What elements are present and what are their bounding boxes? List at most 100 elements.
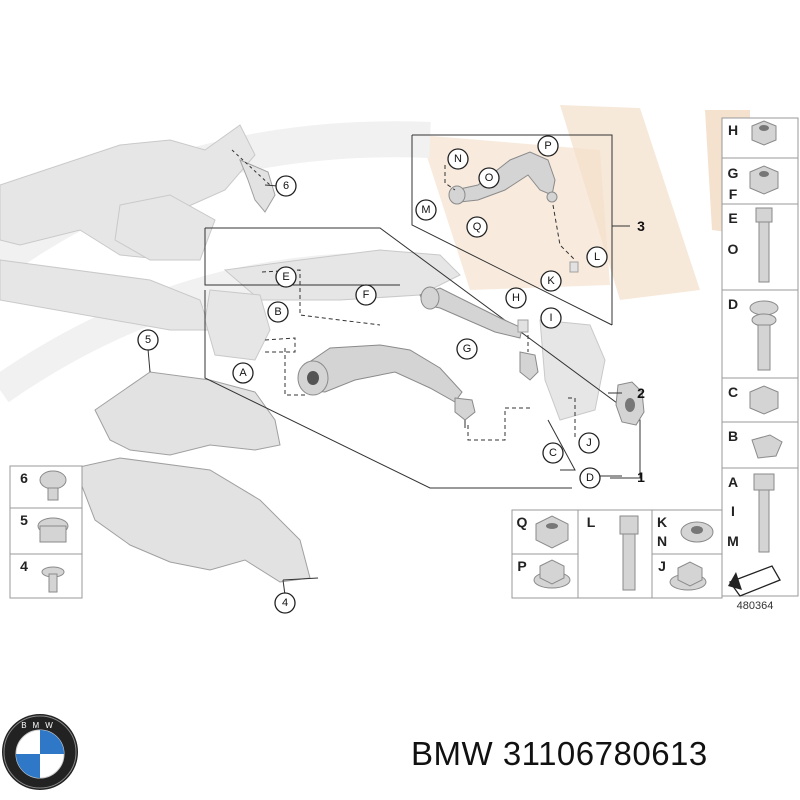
svg-text:BMW: BMW xyxy=(21,721,59,730)
svg-text:P: P xyxy=(517,558,526,574)
lower-wishbone xyxy=(304,344,463,403)
bolt-d-icon xyxy=(749,300,779,316)
bushing-hole xyxy=(307,371,319,385)
callout-f: F xyxy=(355,284,377,306)
svg-text:Q: Q xyxy=(473,221,482,233)
tension-strut-bushing xyxy=(420,286,440,310)
leader-j xyxy=(568,397,576,440)
bolt-e-icon xyxy=(755,207,773,223)
svg-text:B: B xyxy=(274,306,281,318)
brand-part-number: BMW 31106780613 xyxy=(411,735,708,772)
svg-text:A: A xyxy=(239,367,247,379)
nut-c-icon xyxy=(749,385,779,415)
callout-4: 4 xyxy=(274,592,296,614)
svg-text:E: E xyxy=(282,271,289,283)
svg-text:H: H xyxy=(728,122,738,138)
wheel-carrier-bore xyxy=(625,398,635,412)
callout-d: D xyxy=(579,467,601,489)
nut-q-icon xyxy=(535,515,569,549)
svg-text:M: M xyxy=(421,204,430,216)
callout-h: H xyxy=(505,287,527,309)
svg-text:5: 5 xyxy=(20,512,28,528)
callout-b: B xyxy=(267,301,289,323)
svg-text:F: F xyxy=(363,289,370,301)
svg-text:G: G xyxy=(728,165,739,181)
svg-text:K: K xyxy=(657,514,667,530)
upper-wishbone-bushing xyxy=(448,185,466,205)
nut-gf-icon xyxy=(749,165,779,195)
svg-text:D: D xyxy=(586,472,594,484)
left-fastener-panel: 6 5 4 xyxy=(9,465,83,599)
svg-text:3: 3 xyxy=(637,218,645,234)
group-1-frame-left xyxy=(204,290,572,489)
leader-n xyxy=(444,165,456,191)
leader-c xyxy=(467,407,530,441)
diagram-number: 480364 xyxy=(737,600,774,612)
bmw-logo: BMW xyxy=(2,714,78,790)
right-fastener-panel: H G F E O D C B A I M xyxy=(721,117,799,597)
callout-q: Q xyxy=(466,216,488,238)
callout-2: 2 xyxy=(637,385,645,401)
svg-text:1: 1 xyxy=(637,469,645,485)
callout-3: 3 xyxy=(637,218,645,234)
svg-text:Q: Q xyxy=(517,514,528,530)
svg-text:6: 6 xyxy=(283,180,289,192)
callout-m: M xyxy=(415,199,437,221)
callout-c: C xyxy=(542,442,564,464)
svg-text:J: J xyxy=(586,437,592,449)
callout-e: E xyxy=(275,266,297,288)
svg-text:O: O xyxy=(728,241,739,257)
callout-o: O xyxy=(478,167,500,189)
clip-b-icon xyxy=(751,434,783,459)
leader-6 xyxy=(231,149,271,186)
svg-text:L: L xyxy=(594,251,600,263)
svg-text:4: 4 xyxy=(282,597,288,609)
nut-k xyxy=(569,261,579,273)
part-6-bracket xyxy=(239,159,276,213)
bottom-fastener-panel: Q P L K N J xyxy=(511,509,723,599)
bolt-l-icon xyxy=(619,515,639,535)
svg-text:I: I xyxy=(549,312,552,324)
callout-k: K xyxy=(540,270,562,292)
svg-text:N: N xyxy=(657,533,667,549)
nut-h-icon xyxy=(751,120,777,146)
leader-a xyxy=(284,348,305,396)
callout-p: P xyxy=(537,135,559,157)
callout-n: N xyxy=(447,148,469,170)
leader-4 xyxy=(282,577,319,581)
group-3-frame xyxy=(412,134,613,325)
bolt-e-shank xyxy=(758,221,770,283)
group-3-frame-left xyxy=(411,135,613,326)
svg-text:M: M xyxy=(727,533,739,549)
svg-text:4: 4 xyxy=(20,558,28,574)
nut-h xyxy=(517,319,529,333)
bolt-a-icon xyxy=(753,473,775,491)
callout-l: L xyxy=(586,246,608,268)
ball-joint-lower xyxy=(454,397,476,421)
subframe-ghost xyxy=(0,124,606,421)
callout-1: 1 xyxy=(637,469,645,485)
svg-text:E: E xyxy=(728,210,737,226)
svg-text:O: O xyxy=(485,172,494,184)
svg-text:2: 2 xyxy=(637,385,645,401)
callout-5: 5 xyxy=(137,329,159,351)
svg-text:F: F xyxy=(729,186,738,202)
leader-b xyxy=(262,337,296,353)
svg-text:L: L xyxy=(587,514,596,530)
callout-j: J xyxy=(578,432,600,454)
callout-6: 6 xyxy=(275,175,297,197)
svg-text:G: G xyxy=(463,343,472,355)
leader-d xyxy=(547,419,576,471)
callout-i: I xyxy=(540,307,562,329)
svg-text:C: C xyxy=(728,384,738,400)
svg-text:6: 6 xyxy=(20,470,28,486)
svg-text:B: B xyxy=(728,428,738,444)
svg-text:5: 5 xyxy=(145,334,151,346)
svg-text:J: J xyxy=(658,558,666,574)
svg-text:K: K xyxy=(547,275,555,287)
ball-joint-i xyxy=(519,351,539,381)
part-5-shield xyxy=(94,371,281,456)
part-4-underbody-panel xyxy=(74,457,311,583)
svg-text:C: C xyxy=(549,447,557,459)
